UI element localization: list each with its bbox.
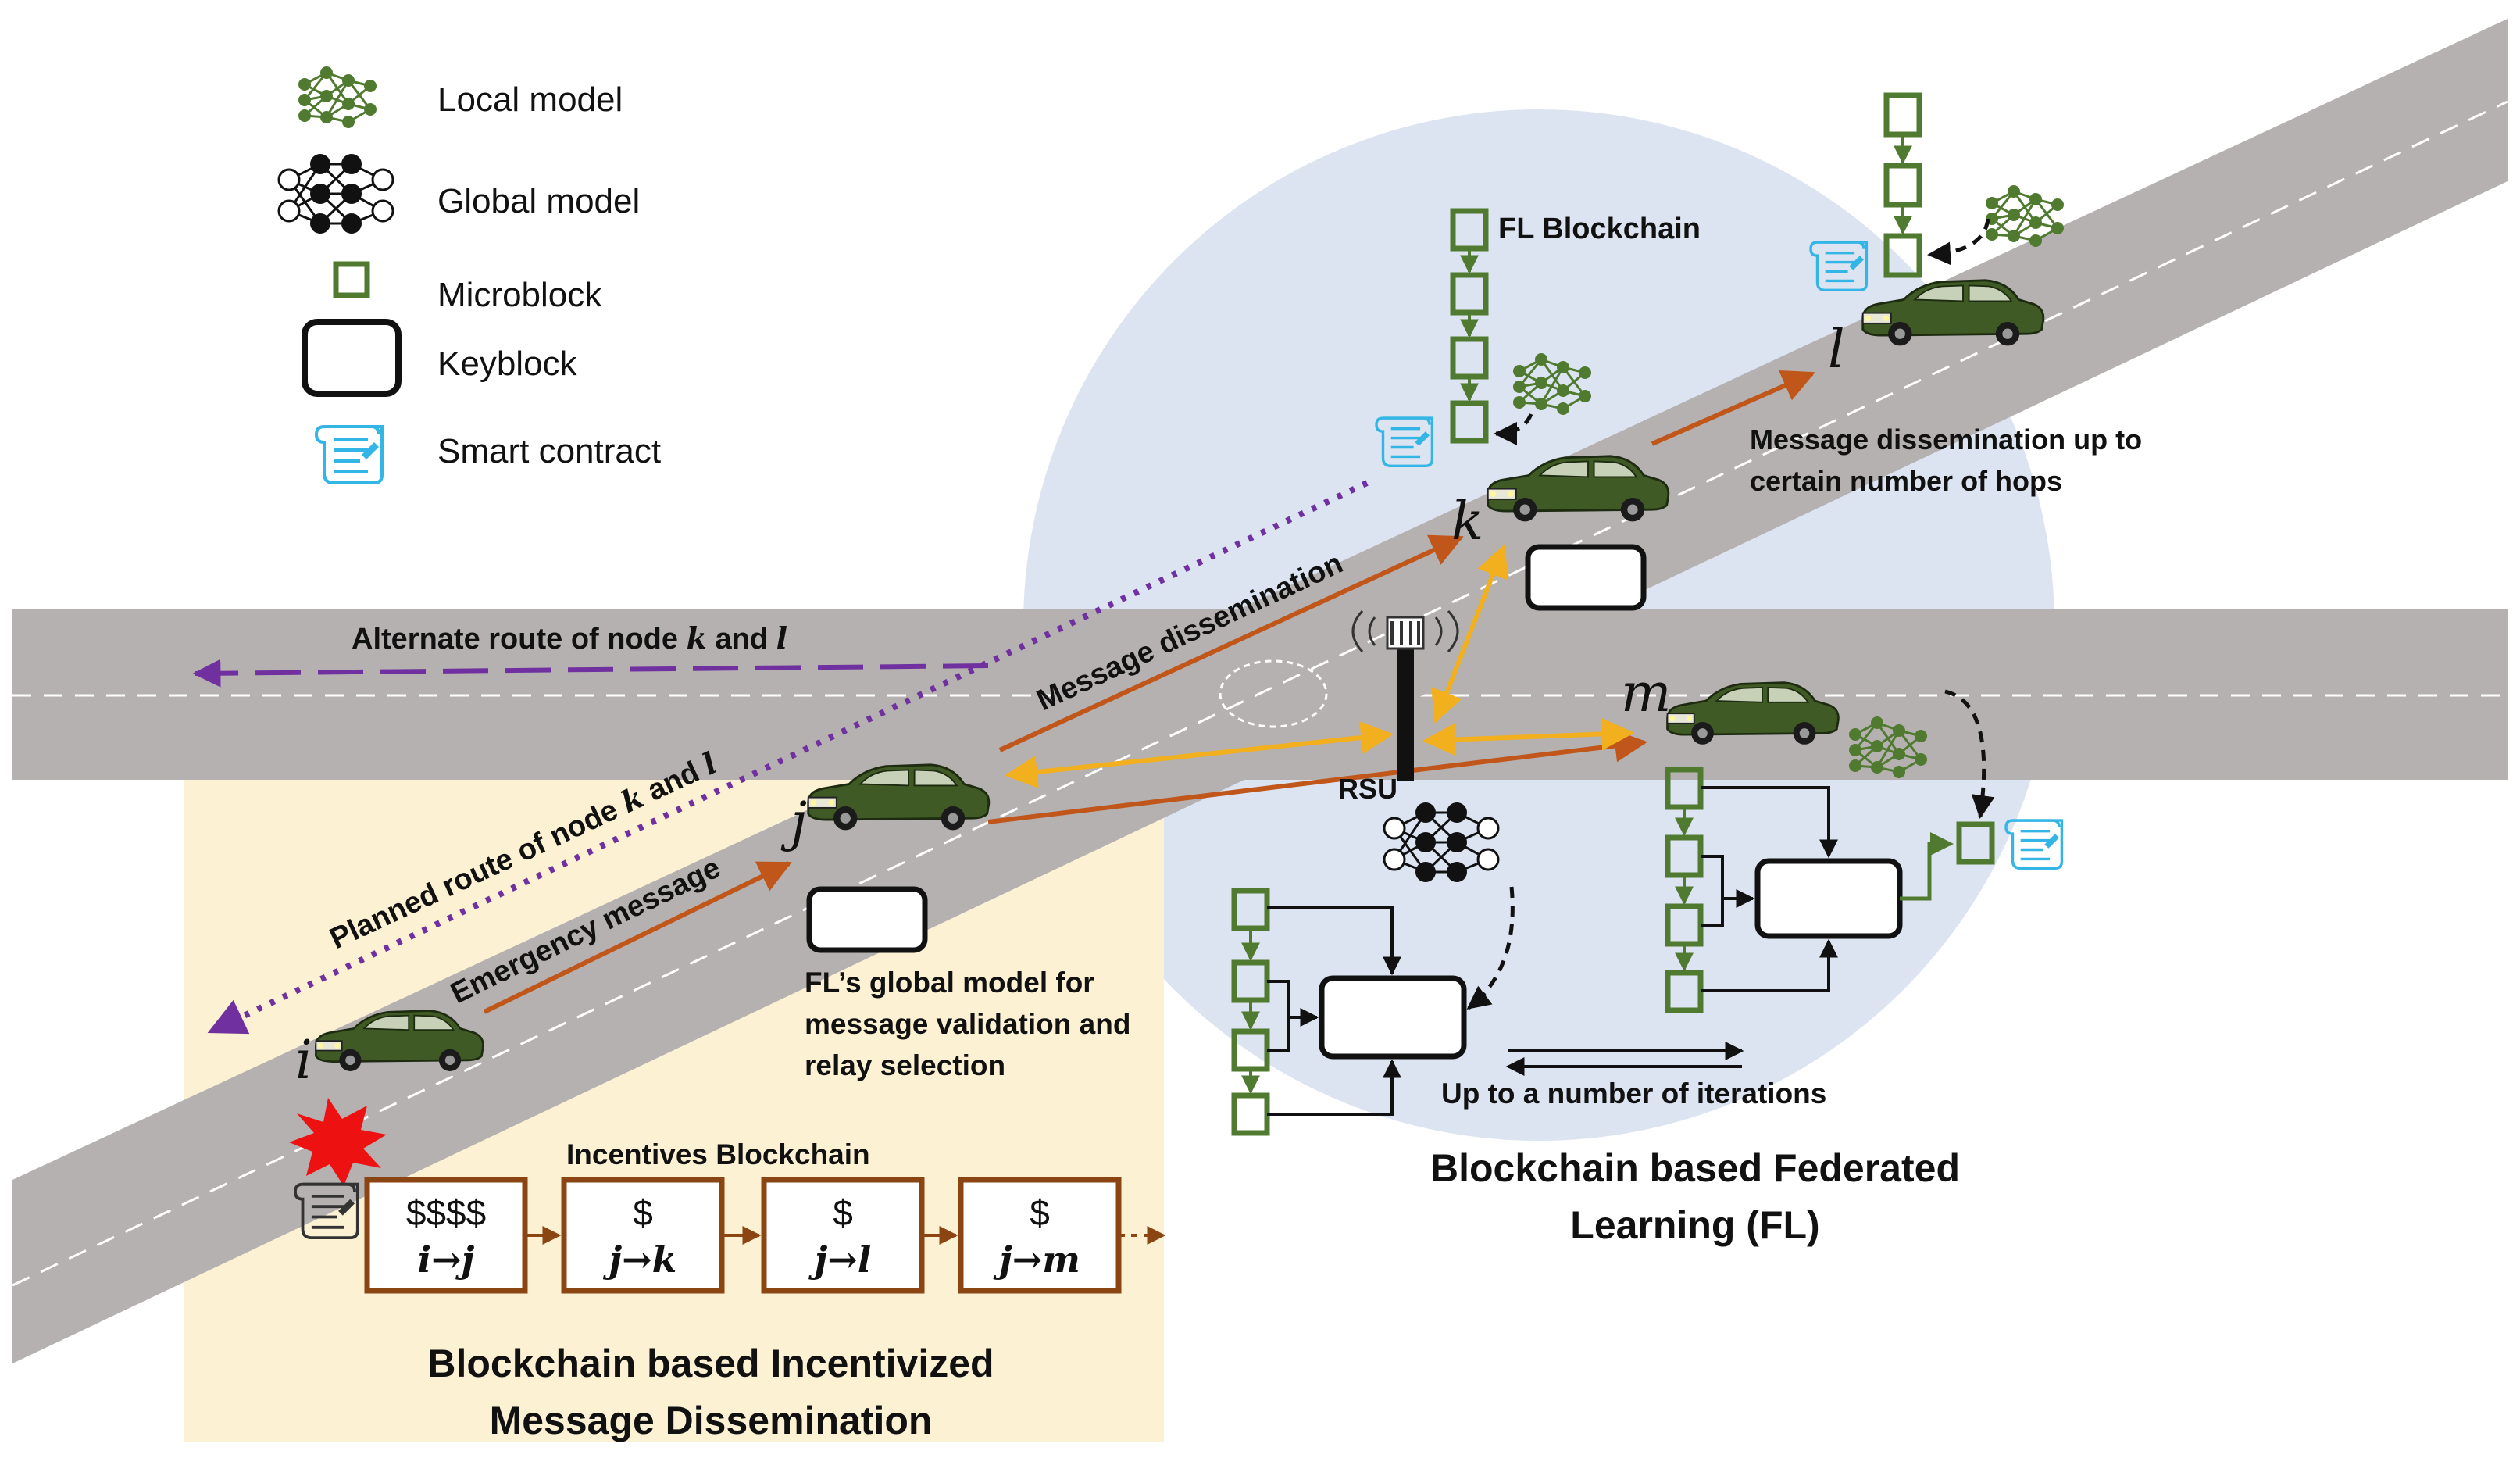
svg-text:$: $	[833, 1192, 853, 1233]
keyblock-j	[806, 886, 928, 953]
bfl-title-2: Learning (FL)	[1570, 1203, 1819, 1247]
microblock-m	[1956, 821, 1995, 865]
rsu-tower	[1351, 609, 1459, 781]
incentive-block-1: $$$$ i→j	[364, 1177, 528, 1294]
svg-text:j→k: j→k	[602, 1238, 676, 1281]
keyblock-k	[1525, 544, 1647, 611]
alternate-route-label: Alternate route of node k and l	[352, 620, 787, 656]
global-model-icon	[277, 152, 394, 235]
legend-keyblock: Keyblock	[437, 345, 578, 383]
svg-text:$: $	[1030, 1192, 1050, 1233]
smart-contract-icon	[315, 425, 384, 484]
legend: Local model Global model Microblock Keyb…	[277, 65, 661, 484]
svg-text:$$$$: $$$$	[406, 1192, 486, 1233]
fl-global-caption-2: message validation and	[805, 1008, 1130, 1040]
incentive-block-3: $ j→l	[761, 1177, 925, 1294]
keyblock-icon	[302, 319, 402, 397]
legend-local-model: Local model	[437, 80, 623, 119]
smart-contract-m-icon	[2004, 819, 2064, 870]
bimd-title-2: Message Dissemination	[490, 1399, 933, 1442]
node-k-label: k	[1451, 491, 1483, 552]
legend-smart-contract: Smart contract	[437, 432, 661, 470]
node-l-label: l	[1828, 319, 1845, 381]
svg-text:$: $	[633, 1192, 653, 1233]
diagonal-road-lane	[12, 100, 2508, 1287]
planned-route-arrow	[207, 480, 1369, 1035]
iterations-label: Up to a number of iterations	[1441, 1077, 1826, 1110]
accident-explosion	[289, 1098, 387, 1186]
hops-label-1: Message dissemination up to	[1750, 423, 2142, 456]
svg-text:j→m: j→m	[993, 1238, 1080, 1281]
emergency-message-arrow	[483, 861, 792, 1014]
diagonal-road	[12, 19, 2508, 1363]
rsu-k-link	[1431, 544, 1508, 724]
fl-blockchain-label: FL Blockchain	[1498, 213, 1701, 245]
microblock-icon	[333, 261, 370, 298]
fl-global-caption-3: relay selection	[805, 1049, 1005, 1081]
message-dissemination-arrow-l	[1651, 370, 1815, 446]
incentive-block-2: $ j→k	[561, 1177, 725, 1294]
incentives-blockchain-label: Incentives Blockchain	[566, 1138, 870, 1170]
rsu-m-link	[1422, 717, 1635, 756]
incentive-block-4: $ j→m	[958, 1177, 1122, 1294]
node-m-label: m	[1621, 663, 1671, 724]
legend-microblock: Microblock	[437, 276, 602, 314]
svg-text:j→l: j→l	[808, 1238, 872, 1281]
keyblock-rsu-right	[1754, 858, 1903, 939]
message-dissemination-arrow-k	[998, 534, 1464, 752]
hops-label-2: certain number of hops	[1750, 465, 2062, 497]
local-model-icon	[297, 65, 378, 130]
rsu-label: RSU	[1338, 773, 1397, 805]
bimd-title-1: Blockchain based Incentivized	[427, 1342, 994, 1385]
node-i-label: i	[295, 1030, 312, 1092]
svg-text:i→j: i→j	[418, 1238, 475, 1281]
bfl-title-1: Blockchain based Federated	[1430, 1146, 1960, 1190]
keyblock-rsu-left	[1319, 975, 1467, 1060]
fl-blockchain-chain-l	[1883, 92, 1922, 278]
alternate-route-arrow	[192, 659, 989, 688]
legend-global-model: Global model	[437, 182, 640, 220]
fl-global-caption-1: FL’s global model for	[805, 967, 1094, 999]
rsu-j-link	[1004, 721, 1394, 788]
